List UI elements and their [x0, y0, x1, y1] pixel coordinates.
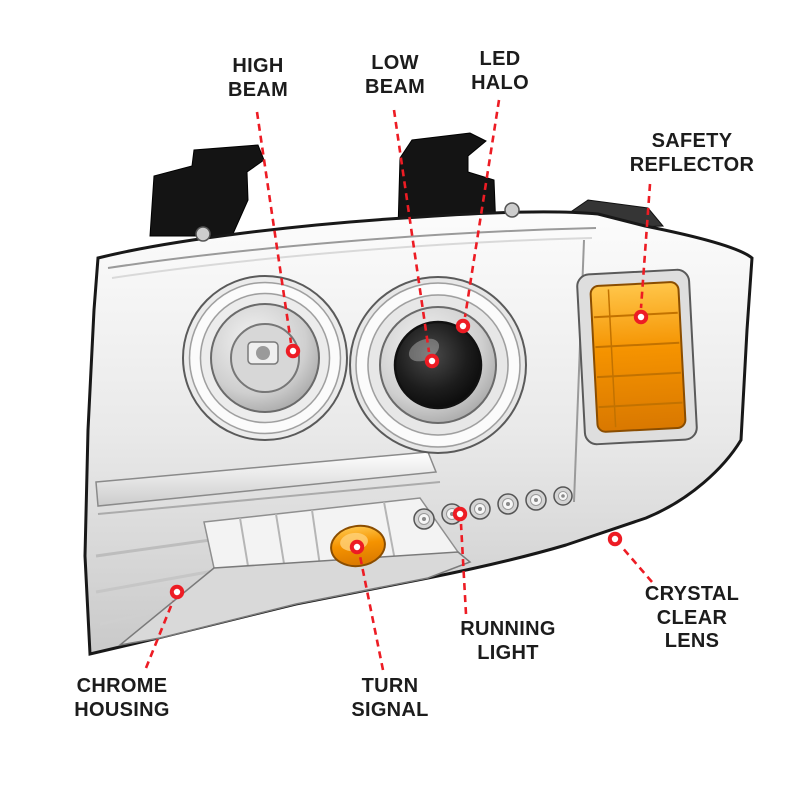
chrome-trim-bar	[95, 451, 441, 515]
high-beam-projector	[182, 275, 348, 441]
label-safety-reflector: SAFETY REFLECTOR	[629, 130, 755, 176]
screw-left	[195, 226, 211, 242]
led-halo-ring-right	[357, 284, 519, 446]
mounting-tab-left	[149, 144, 265, 237]
projector-lens	[393, 320, 483, 410]
label-running-light: RUNNING LIGHT	[460, 618, 556, 664]
led-running-lights	[413, 486, 573, 530]
label-turn-signal: TURN SIGNAL	[351, 675, 429, 721]
label-crystal-clear-lens: CRYSTAL CLEAR LENS	[644, 583, 740, 653]
label-chrome-housing: CHROME HOUSING	[74, 675, 170, 721]
low-beam-projector	[349, 276, 527, 454]
screw-right	[504, 202, 520, 218]
label-led-halo: LED HALO	[471, 48, 529, 94]
safety-reflector-part	[576, 268, 698, 446]
label-low-beam: LOW BEAM	[364, 52, 426, 98]
label-high-beam: HIGH BEAM	[227, 55, 289, 101]
